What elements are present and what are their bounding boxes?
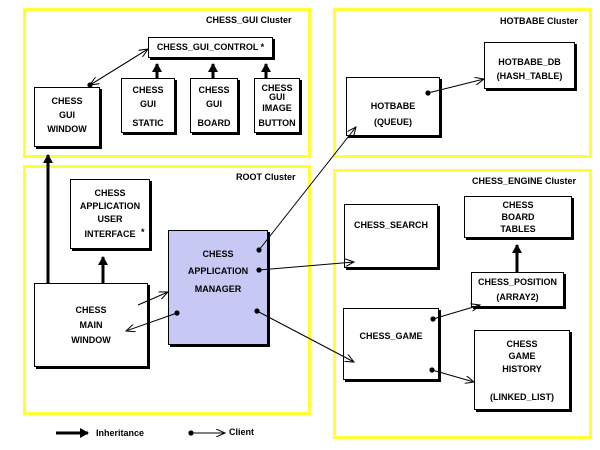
class-label: STATIC <box>132 118 164 128</box>
class-label: CHESS_GAME <box>359 331 423 341</box>
class-label: GUI <box>268 92 285 102</box>
class-chess-gui-window[interactable]: CHESS GUI WINDOW <box>34 87 100 147</box>
class-label: (LINKED_LIST) <box>490 392 554 402</box>
class-label: HOTBABE_DB <box>498 57 561 67</box>
legend-client-dot <box>188 430 194 436</box>
class-label: BUTTON <box>258 118 296 128</box>
class-label: BOARD <box>197 118 231 128</box>
class-chess-game-history[interactable]: CHESS GAME HISTORY (LINKED_LIST) <box>474 330 570 410</box>
class-label: (QUEUE) <box>374 117 412 127</box>
class-label: CHESS_POSITION <box>477 277 558 287</box>
class-label: (ARRAY2) <box>496 292 539 302</box>
class-chess-application-user-interface[interactable]: CHESS APPLICATION USER INTERFACE * <box>70 179 150 249</box>
cluster-title-chess-engine: CHESS_ENGINE Cluster <box>472 176 577 186</box>
class-chess-gui-control[interactable]: CHESS_GUI_CONTROL * <box>148 37 273 58</box>
class-label: INTERFACE <box>84 229 136 239</box>
class-label: MANAGER <box>194 284 242 294</box>
client-arrows <box>90 49 484 382</box>
cluster-title-chess-gui: CHESS_GUI Cluster <box>206 15 292 25</box>
class-label: MAIN <box>79 320 103 330</box>
class-label: WINDOW <box>71 335 111 345</box>
class-chess-application-manager[interactable]: CHESS APPLICATION MANAGER <box>168 230 268 345</box>
class-chess-main-window[interactable]: CHESS MAIN WINDOW <box>34 283 148 367</box>
class-label: CHESS_GUI_CONTROL * <box>156 42 265 52</box>
class-hotbabe[interactable]: HOTBABE (QUEUE) <box>346 77 440 136</box>
class-label: CHESS <box>506 339 538 349</box>
class-label: CHESS <box>202 249 234 259</box>
class-chess-gui-image-button[interactable]: CHESS GUI IMAGE BUTTON <box>254 78 300 133</box>
class-hotbabe-db[interactable]: HOTBABE_DB (HASH_TABLE) <box>484 42 575 89</box>
class-label: GUI <box>205 99 222 109</box>
class-chess-gui-board[interactable]: CHESS GUI BOARD <box>190 78 238 133</box>
class-chess-board-tables[interactable]: CHESS BOARD TABLES <box>464 196 572 238</box>
class-label: GUI <box>139 99 156 109</box>
class-chess-position[interactable]: CHESS_POSITION (ARRAY2) <box>471 272 564 307</box>
class-label: CHESS <box>261 83 293 93</box>
class-chess-search[interactable]: CHESS_SEARCH <box>344 204 438 268</box>
class-label: GAME <box>508 351 536 361</box>
class-chess-game[interactable]: CHESS_GAME <box>343 308 439 380</box>
class-label: TABLES <box>500 224 536 234</box>
class-label: APPLICATION <box>187 266 249 276</box>
class-label: CHESS_SEARCH <box>353 220 429 230</box>
class-label: (HASH_TABLE) <box>496 71 563 81</box>
class-label: USER <box>97 214 123 224</box>
class-chess-gui-static[interactable]: CHESS GUI STATIC <box>121 78 175 133</box>
class-label: HOTBABE <box>370 101 416 111</box>
cluster-title-root: ROOT Cluster <box>236 172 296 182</box>
class-label: HISTORY <box>502 364 542 374</box>
class-label: WINDOW <box>47 124 87 134</box>
legend-client-label: Client <box>229 427 255 437</box>
class-label: IMAGE <box>262 103 292 113</box>
cluster-title-hotbabe: HOTBABE Cluster <box>500 16 579 26</box>
class-label: CHESS <box>198 85 230 95</box>
class-label: CHESS <box>94 188 126 198</box>
class-label: BOARD <box>501 212 535 222</box>
class-label: APPLICATION <box>79 201 141 211</box>
class-label-star: * <box>141 227 145 237</box>
inheritance-arrows <box>43 63 522 283</box>
client-dots <box>87 82 436 373</box>
class-label: GUI <box>58 110 75 120</box>
class-label: CHESS <box>132 85 164 95</box>
class-label: CHESS <box>75 305 107 315</box>
class-label: CHESS <box>51 96 83 106</box>
legend-inheritance-label: Inheritance <box>96 428 145 438</box>
class-label: CHESS <box>502 200 534 210</box>
